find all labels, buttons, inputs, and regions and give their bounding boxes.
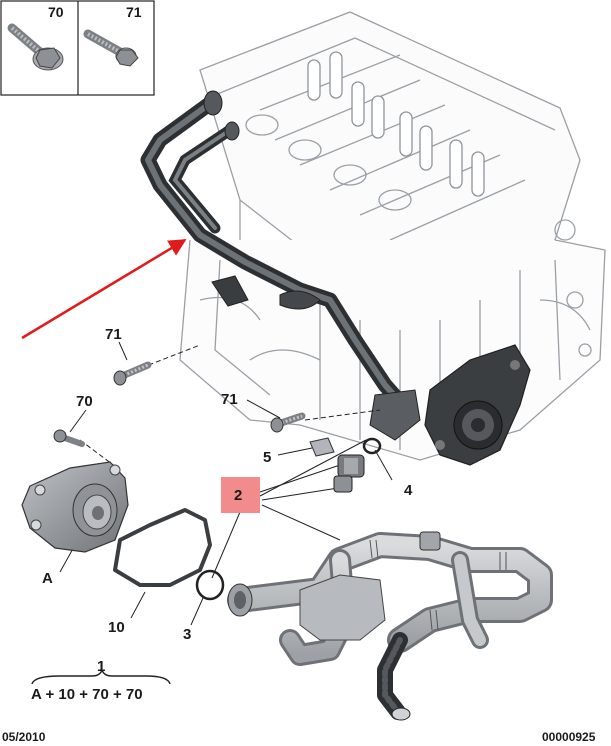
o-ring-3 [195,569,225,601]
bolt-70-left-icon [53,429,85,447]
water-pump-A [21,461,129,553]
callout-71-upper: 71 [105,326,122,343]
bolt-71-middle-icon [270,412,306,433]
red-indicator-arrow [21,238,187,340]
temperature-sensor-icon [309,437,365,493]
pump-gasket-10 [113,508,212,587]
footer-date: 05/2010 [2,730,46,744]
kit-formula: A + 10 + 70 + 70 [31,686,143,703]
kit-composition: 1 A + 10 + 70 + 70 [31,658,171,703]
lower-coolant-pipe-assembly [227,531,553,721]
callout-10: 10 [108,619,125,636]
callout-2: 2 [234,487,242,504]
bolt-71-icon [83,29,139,67]
flange-bolt-70-icon [7,23,64,71]
footer-reference: 00000925 [542,730,596,744]
callout-4: 4 [404,482,413,499]
callout-70-left: 70 [76,393,93,410]
callout-3: 3 [183,626,191,643]
callout-A: A [42,570,53,587]
box-label-71: 71 [126,4,142,20]
seal-ring-icon [362,437,382,455]
callout-71-middle: 71 [221,391,238,408]
box-label-70: 70 [48,4,64,20]
upper-coolant-pipe [140,90,421,441]
highlight-box-2 [221,477,260,513]
kit-number: 1 [97,658,105,675]
fastener-legend-box: 70 71 [0,0,155,96]
callout-5: 5 [263,449,271,466]
bolt-71-upper-icon [113,361,152,386]
engine-water-pump-dark [424,344,531,466]
